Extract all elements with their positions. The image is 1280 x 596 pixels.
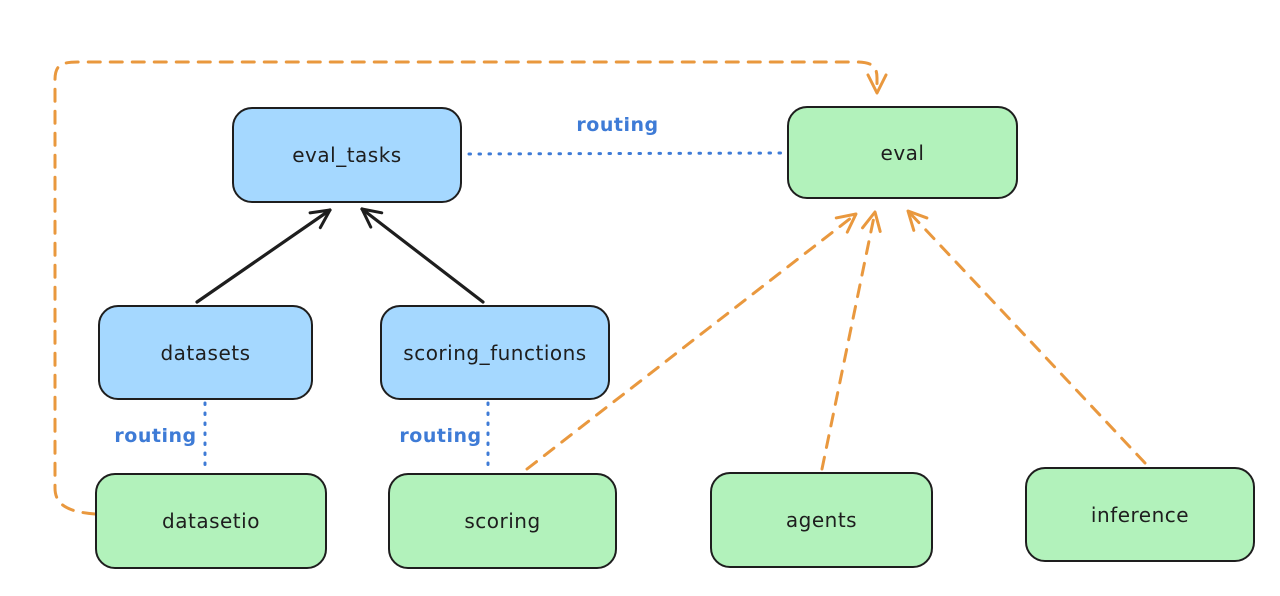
edge-label-routing-top: routing	[576, 114, 659, 136]
node-label-datasetio: datasetio	[162, 509, 260, 533]
edge-datasets-to-eval_tasks	[195, 208, 332, 304]
node-label-datasets: datasets	[160, 340, 251, 365]
edge-label-routing-middle: routing	[399, 425, 482, 447]
node-datasets: datasets	[98, 305, 313, 400]
node-scoring-functions: scoring_functions	[380, 305, 610, 400]
node-eval: eval	[787, 106, 1018, 199]
edge-agents-to-eval	[820, 210, 882, 471]
node-datasetio: datasetio	[95, 473, 327, 569]
edge-inference-to-eval	[906, 209, 1147, 465]
node-label-eval-tasks: eval_tasks	[292, 143, 402, 167]
node-label-scoring-functions: scoring_functions	[403, 340, 587, 365]
edge-scoring_functions-to-eval_tasks	[360, 207, 485, 304]
node-label-scoring: scoring	[464, 509, 541, 533]
edge-scoring-to-eval	[525, 212, 858, 471]
node-eval-tasks: eval_tasks	[232, 107, 462, 203]
node-label-inference: inference	[1090, 502, 1190, 527]
edge-label-routing-left: routing	[114, 425, 197, 447]
node-scoring: scoring	[388, 473, 617, 569]
node-label-eval: eval	[880, 140, 925, 165]
node-agents: agents	[710, 472, 933, 568]
node-inference: inference	[1025, 467, 1255, 562]
node-label-agents: agents	[785, 508, 858, 532]
edge-datasetio-to-eval	[53, 60, 888, 516]
edge-eval_tasks-to-eval	[467, 151, 785, 156]
